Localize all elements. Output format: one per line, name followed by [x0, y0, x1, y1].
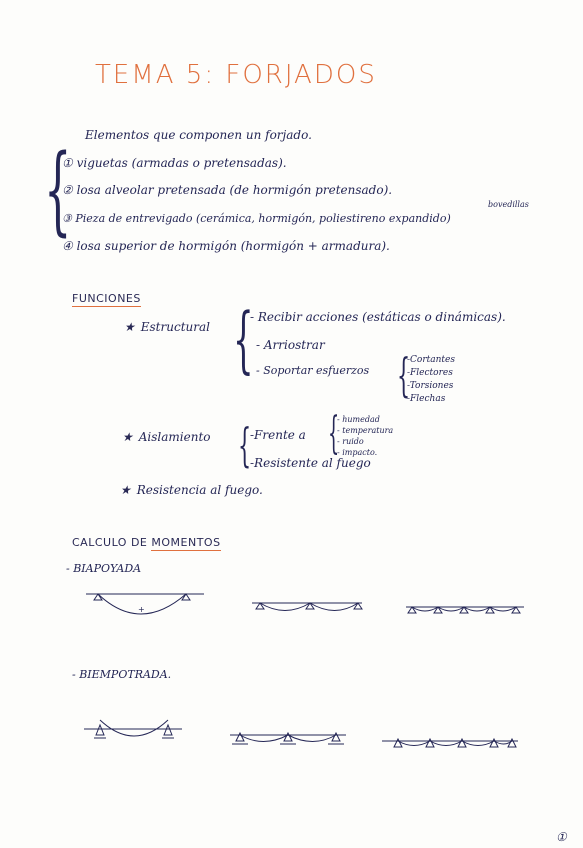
simply-supported-single-span: + [86, 593, 204, 615]
element-item-2: ② losa alveolar pretensada (de hormigón … [62, 183, 393, 197]
fixed-single-span [84, 719, 182, 739]
svg-text:+: + [138, 605, 145, 614]
front-item-1: - humedad [337, 415, 380, 424]
structural-item-3: - Soportar esfuerzos [256, 364, 370, 377]
fixed-label: - BIEMPOTRADA. [72, 668, 172, 681]
fire-text: Resistencia al fuego. [136, 483, 263, 497]
elements-intro: Elementos que componen un forjado. [85, 128, 312, 142]
moments-heading-a: CALCULO DE [72, 536, 148, 549]
simply-supported-multi-span [406, 606, 524, 614]
front-item-2: - temperatura [337, 426, 394, 435]
support-triangle-icon [93, 593, 103, 601]
simply-supported-label: - BIAPOYADA [66, 562, 142, 575]
simply-supported-two-span [252, 602, 363, 611]
fixed-two-span [230, 731, 346, 745]
functions-heading: FUNCIONES [72, 292, 141, 307]
insulation-resistant: -Resistente al fuego [250, 456, 371, 470]
star-icon: ★ [120, 483, 131, 497]
element-item-1: ① viguetas (armadas o pretensadas). [62, 156, 287, 170]
effort-3: -Torsiones [407, 381, 454, 391]
element-item-3: ③ Pieza de entrevigado (cerámica, hormig… [62, 212, 451, 225]
fire-resistance: ★ Resistencia al fuego. [120, 483, 263, 497]
moments-heading-b: MOMENTOS [151, 536, 221, 551]
page-title: TEMA 5: FORJADOS [95, 60, 377, 90]
structural-brace: { [233, 297, 254, 381]
front-brace: { [328, 408, 340, 459]
structural-label: ★ Estructural [124, 320, 210, 334]
star-icon: ★ [124, 320, 135, 334]
front-item-3: - ruido [337, 437, 364, 446]
fixed-multi-span [382, 737, 518, 748]
effort-4: -Flechas [407, 394, 446, 404]
structural-item-1: - Recibir acciones (estáticas o dinámica… [250, 310, 506, 324]
effort-2: -Flectores [407, 368, 453, 378]
insulation-text: Aislamiento [138, 430, 211, 444]
element-item-4: ④ losa superior de hormigón (hormigón + … [62, 239, 390, 253]
element-annotation: bovedillas [488, 200, 529, 209]
elements-brace: { [44, 134, 72, 246]
structural-text: Estructural [140, 320, 210, 334]
page-number: ① [556, 830, 567, 844]
structural-item-2: - Arriostrar [256, 338, 325, 352]
insulation-label: ★ Aislamiento [122, 430, 211, 444]
moments-heading: CALCULO DE MOMENTOS [72, 536, 221, 551]
support-triangle-icon [181, 593, 191, 601]
efforts-brace: { [397, 348, 411, 402]
front-item-4: - impacto. [337, 448, 378, 457]
insulation-brace: { [238, 418, 252, 472]
star-icon: ★ [122, 430, 133, 444]
effort-1: -Cortantes [407, 355, 455, 365]
insulation-front: -Frente a [250, 428, 306, 442]
